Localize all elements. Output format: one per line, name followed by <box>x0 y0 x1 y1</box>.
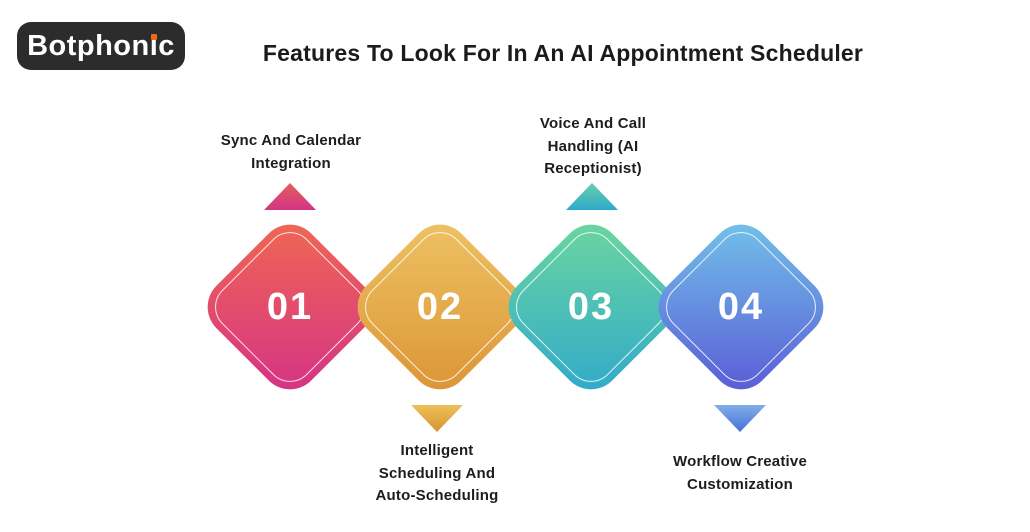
feature-label-02-line-3: Auto-Scheduling <box>375 487 499 504</box>
triangle-down-icon-02 <box>411 405 463 432</box>
triangle-down-icon-04 <box>714 405 766 432</box>
feature-label-01-line-1: Sync And Calendar <box>220 132 362 149</box>
feature-label-02-line-1: Intelligent <box>400 442 474 459</box>
triangle-up-icon-03 <box>566 183 618 210</box>
feature-diamond-02: 02 <box>345 212 535 402</box>
feature-number-wrap-01: 01 <box>223 240 357 374</box>
feature-label-03-line-1: Voice And Call <box>539 115 647 132</box>
feature-number-02: 02 <box>416 285 464 328</box>
feature-label-03-line-3: Receptionist) <box>544 160 642 177</box>
brand-logo-letter-i: i <box>149 29 159 62</box>
triangle-up-icon-01 <box>264 183 316 210</box>
feature-number-wrap-02: 02 <box>373 240 507 374</box>
feature-label-04: Workflow Creative Customization <box>610 451 870 496</box>
feature-label-01: Sync And Calendar Integration <box>161 130 421 175</box>
feature-label-03-line-2: Handling (AI <box>547 137 639 155</box>
feature-label-03: Voice And Call Handling (AI Receptionist… <box>473 113 713 181</box>
feature-label-02: Intelligent Scheduling And Auto-Scheduli… <box>317 440 557 508</box>
brand-logo-text-pre: Botphon <box>27 29 150 62</box>
feature-label-02-line-2: Scheduling And <box>378 464 496 482</box>
brand-logo-text-post: c <box>158 29 175 62</box>
feature-number-01: 01 <box>266 285 314 328</box>
feature-number-wrap-04: 04 <box>674 240 808 374</box>
feature-label-04-line-2: Customization <box>687 475 793 493</box>
feature-label-01-line-2: Integration <box>251 154 331 172</box>
page-title: Features To Look For In An AI Appointmen… <box>262 40 864 66</box>
feature-diamond-04: 04 <box>646 212 836 402</box>
feature-number-04: 04 <box>717 285 765 328</box>
feature-number-wrap-03: 03 <box>524 240 658 374</box>
feature-label-04-line-1: Workflow Creative <box>673 453 807 470</box>
feature-number-03: 03 <box>567 285 615 328</box>
